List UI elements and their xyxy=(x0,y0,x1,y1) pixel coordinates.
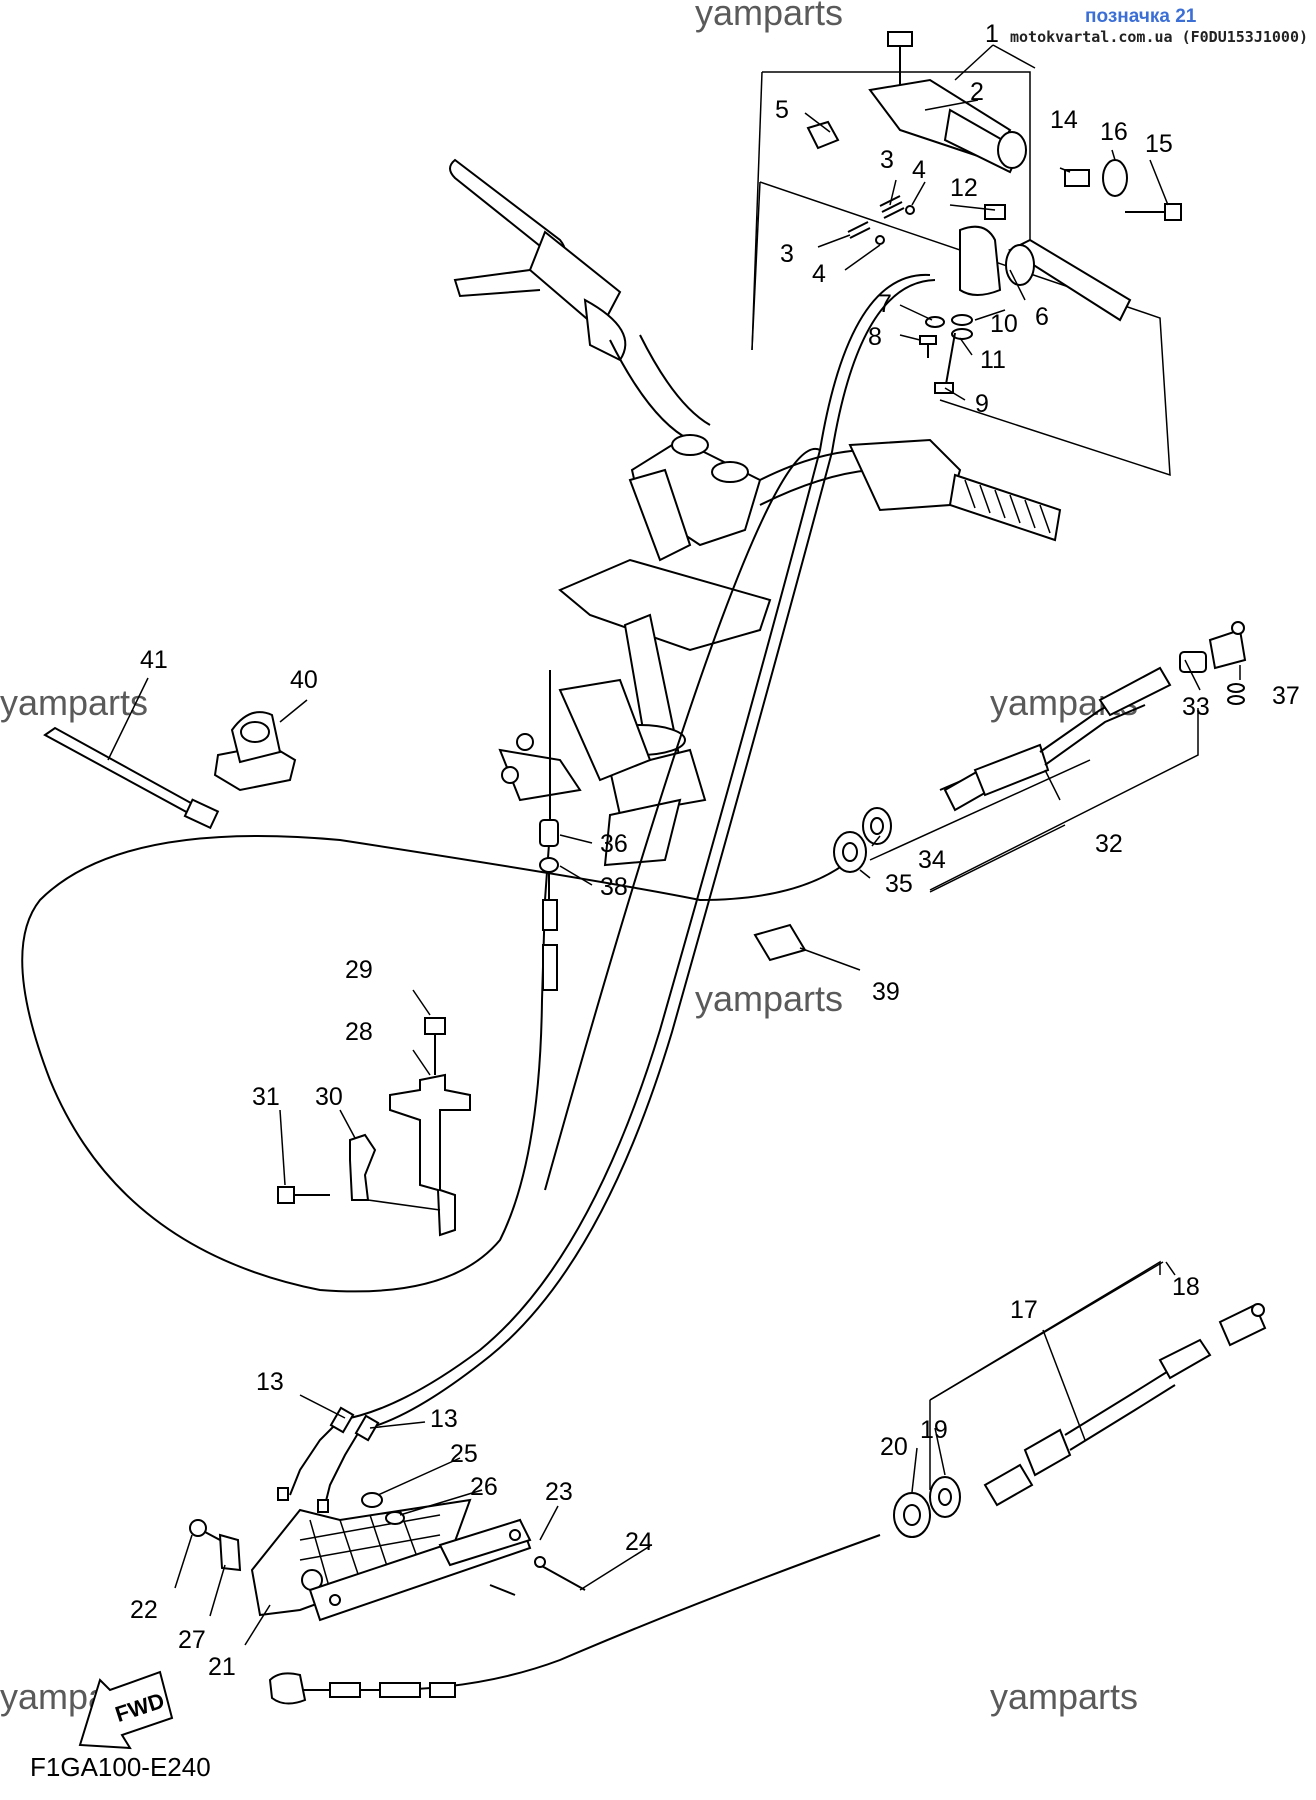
handlebar-assembly xyxy=(449,158,1062,867)
callout-8: 8 xyxy=(868,323,882,351)
callout-1: 1 xyxy=(985,20,999,48)
callout-4b: 4 xyxy=(812,260,826,288)
tie-41 xyxy=(43,726,220,830)
callout-35: 35 xyxy=(885,870,913,898)
throttle-housing xyxy=(751,31,1182,477)
fwd-arrow-icon: FWD xyxy=(78,1670,174,1750)
callout-13b: 13 xyxy=(430,1405,458,1433)
pad-39 xyxy=(753,923,807,962)
callout-6: 6 xyxy=(1035,303,1049,331)
watermark: yamparts xyxy=(990,1676,1139,1717)
callout-32: 32 xyxy=(1095,830,1123,858)
callout-9: 9 xyxy=(975,390,989,418)
callout-29: 29 xyxy=(345,956,373,984)
leader-lines xyxy=(107,44,1241,1646)
header-badge: позначка 21 xyxy=(1085,6,1197,27)
callout-41: 41 xyxy=(140,646,168,674)
callout-20: 20 xyxy=(880,1433,908,1461)
cable-32-assembly xyxy=(833,621,1247,873)
callout-27: 27 xyxy=(178,1626,206,1654)
header-site: motokvartal.com.ua (F0DU153J1000) xyxy=(1010,28,1309,46)
callout-17: 17 xyxy=(1010,1296,1038,1324)
callout-labels: 1 2 3 4 5 3 4 12 14 16 15 7 10 6 8 11 9 … xyxy=(130,20,1300,1681)
callout-16: 16 xyxy=(1100,118,1128,146)
callout-39: 39 xyxy=(872,978,900,1006)
callout-19: 19 xyxy=(920,1416,948,1444)
callout-25: 25 xyxy=(450,1440,478,1468)
callout-33: 33 xyxy=(1182,693,1210,721)
callout-12: 12 xyxy=(950,174,978,202)
throttle-cable xyxy=(339,273,936,1431)
bracket-28-30 xyxy=(277,1017,471,1237)
watermark: yamparts xyxy=(0,682,149,723)
callout-2: 2 xyxy=(970,78,984,106)
watermark: yamparts xyxy=(695,978,844,1019)
callout-4: 4 xyxy=(912,156,926,184)
callout-31: 31 xyxy=(252,1083,280,1111)
callout-34: 34 xyxy=(918,846,946,874)
callout-40: 40 xyxy=(290,666,318,694)
callout-36: 36 xyxy=(600,830,628,858)
clamp-40 xyxy=(213,711,297,792)
watermark: yamparts xyxy=(695,0,844,33)
callout-37: 37 xyxy=(1272,682,1300,710)
figure-code: F1GA100-E240 xyxy=(30,1752,211,1782)
callout-38: 38 xyxy=(600,873,628,901)
callout-24: 24 xyxy=(625,1528,653,1556)
lever-21-assembly xyxy=(189,1406,586,1622)
callout-15: 15 xyxy=(1145,130,1173,158)
callout-3: 3 xyxy=(880,146,894,174)
callout-5: 5 xyxy=(775,96,789,124)
cable-17-assembly xyxy=(268,1303,1267,1705)
callout-26: 26 xyxy=(470,1473,498,1501)
cable-end-36-38 xyxy=(539,819,559,991)
loop-cable xyxy=(21,670,851,1293)
callout-11: 11 xyxy=(980,346,1006,374)
callout-21: 21 xyxy=(208,1653,236,1681)
callout-14: 14 xyxy=(1050,106,1078,134)
callout-18: 18 xyxy=(1172,1273,1200,1301)
callout-23: 23 xyxy=(545,1478,573,1506)
callout-28: 28 xyxy=(345,1018,373,1046)
callout-7: 7 xyxy=(878,290,892,318)
callout-30: 30 xyxy=(315,1083,343,1111)
callout-10: 10 xyxy=(990,310,1018,338)
callout-3b: 3 xyxy=(780,240,794,268)
callout-22: 22 xyxy=(130,1596,158,1624)
callout-13a: 13 xyxy=(256,1368,284,1396)
